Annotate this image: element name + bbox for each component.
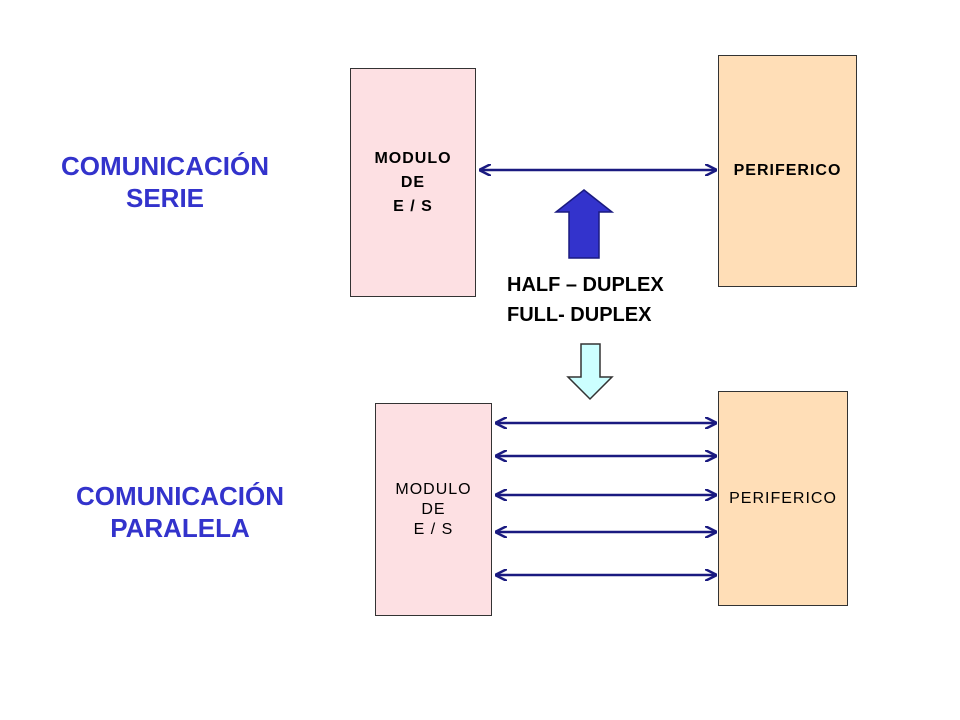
down-arrow-icon: [566, 343, 614, 401]
parallel-module-line2: DE: [421, 500, 446, 518]
parallel-module-label: MODULO DE E / S: [395, 480, 471, 540]
serial-peripheral-box: PERIFERICO: [718, 55, 857, 287]
parallel-title: COMUNICACIÓN PARALELA: [50, 480, 310, 544]
parallel-module-box: MODULO DE E / S: [375, 403, 492, 616]
serial-module-line3: E / S: [393, 197, 433, 215]
full-duplex-label: FULL- DUPLEX: [507, 304, 652, 326]
parallel-title-line1: COMUNICACIÓN: [76, 481, 284, 511]
serial-module-line2: DE: [400, 173, 426, 191]
serial-title-line2: SERIE: [125, 183, 205, 213]
serial-title-line1: COMUNICACIÓN: [61, 151, 269, 181]
serial-peripheral-label: PERIFERICO: [733, 162, 842, 179]
up-arrow-icon: [553, 189, 615, 259]
duplex-mode-labels: HALF – DUPLEX FULL- DUPLEX: [507, 270, 664, 330]
serial-module-line1: MODULO: [374, 149, 452, 167]
parallel-peripheral-label: PERIFERICO: [729, 489, 837, 507]
half-duplex-label: HALF – DUPLEX: [507, 274, 664, 296]
parallel-module-line3: E / S: [413, 520, 454, 538]
parallel-title-line2: PARALELA: [110, 513, 250, 543]
serial-title: COMUNICACIÓN SERIE: [40, 150, 290, 214]
parallel-module-line1: MODULO: [395, 480, 472, 498]
serial-module-box: MODULO DE E / S: [350, 68, 476, 297]
parallel-peripheral-box: PERIFERICO: [718, 391, 848, 606]
serial-module-label: MODULO DE E / S: [374, 147, 451, 219]
